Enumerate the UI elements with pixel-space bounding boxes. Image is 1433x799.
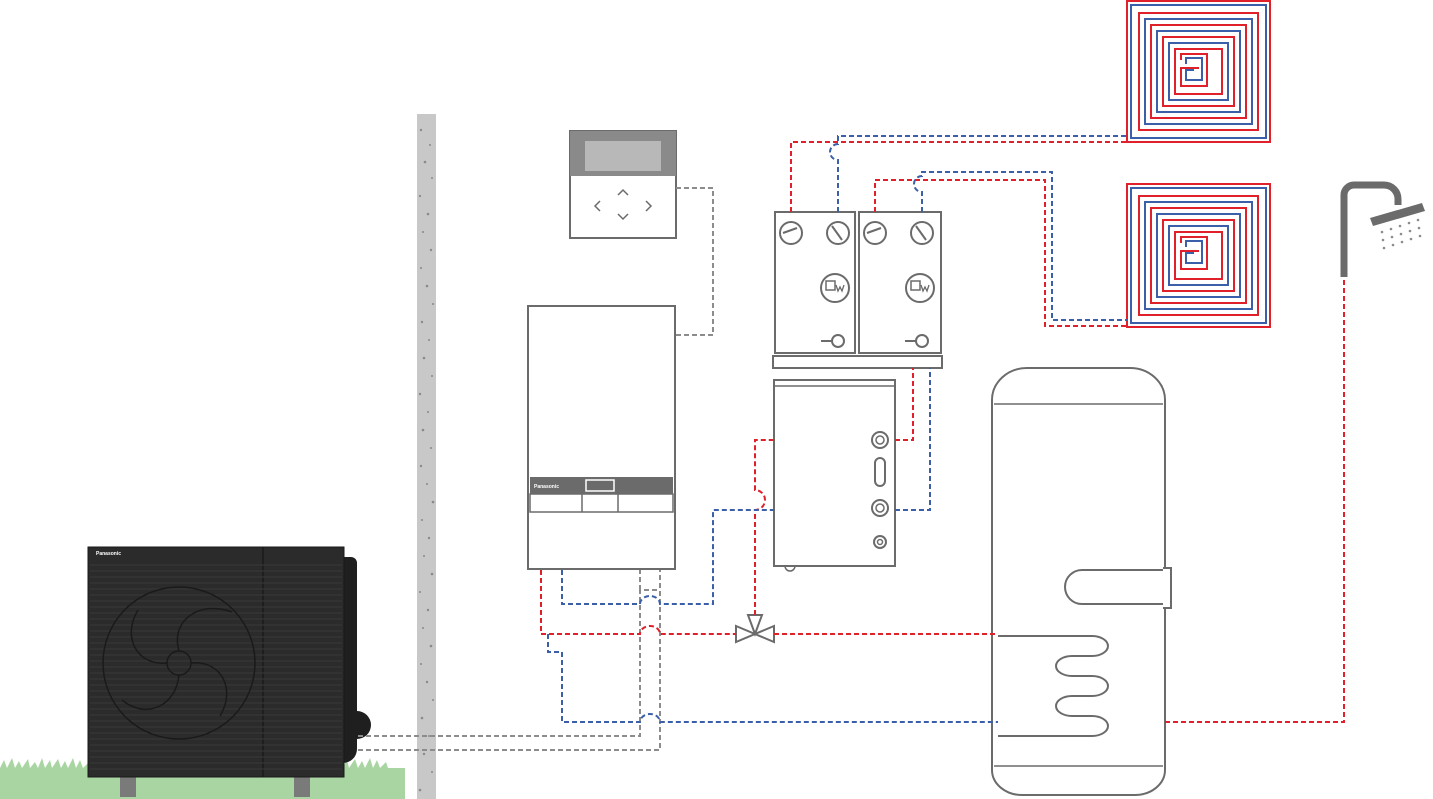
refrigerant-lines	[358, 570, 661, 751]
temperature-gauge-icon	[863, 221, 887, 245]
indoor-hydro-module: Panasonic	[527, 305, 676, 570]
floor-heating-loop-1	[1126, 0, 1271, 143]
three-way-valve-icon	[735, 614, 775, 644]
wall	[417, 114, 436, 799]
hot-water-cylinder	[991, 367, 1172, 796]
pump-station-1	[774, 211, 856, 354]
indoor-unit-brand: Panasonic	[534, 484, 559, 490]
buffer-tank	[773, 379, 896, 572]
ball-valve-icon	[821, 334, 845, 348]
outdoor-unit-brand: Panasonic	[96, 551, 121, 557]
pump-station-2	[858, 211, 942, 354]
temperature-gauge-icon	[826, 221, 850, 245]
return-pipes	[547, 135, 1127, 723]
distribution-manifold	[772, 355, 943, 369]
navigation-arrows-icon	[593, 188, 653, 221]
shower-head-icon	[1340, 181, 1425, 277]
ball-valve-icon	[905, 334, 929, 348]
heating-coil-icon	[998, 635, 1109, 737]
floor-heating-loop-2	[1126, 183, 1271, 328]
remote-controller	[569, 130, 677, 239]
outdoor-heat-pump-unit: Panasonic	[87, 546, 371, 797]
temperature-gauge-icon	[910, 221, 934, 245]
circulation-pump-icon	[905, 273, 935, 303]
fan-icon	[102, 586, 256, 740]
circulation-pump-icon	[820, 273, 850, 303]
temperature-gauge-icon	[779, 221, 803, 245]
